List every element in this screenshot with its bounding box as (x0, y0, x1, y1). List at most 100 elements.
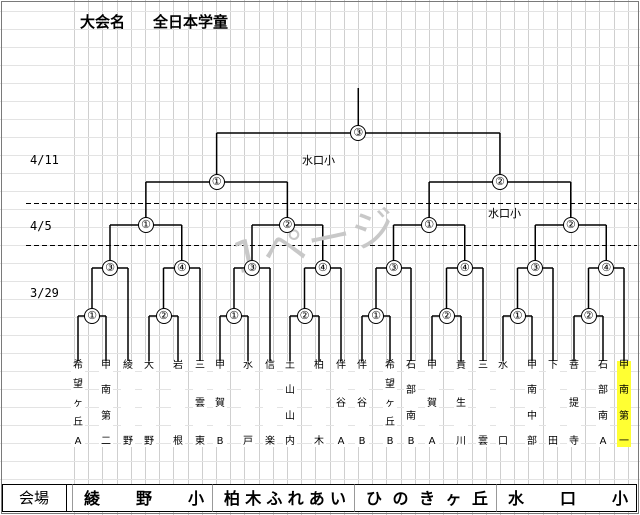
team-name-char: 雲 (478, 436, 488, 447)
team-name-char: 水 (243, 360, 253, 371)
team-name: 水口 (496, 361, 510, 447)
match-number-badge: ④ (456, 260, 473, 276)
team-name-char: A (599, 435, 607, 447)
team-name-char: 口 (498, 436, 508, 447)
team-name-char: 望 (385, 379, 395, 390)
team-name-char: 野 (144, 436, 154, 447)
venue-name-char: あ (308, 489, 325, 508)
team-name-char: 信 (265, 360, 275, 371)
team-name-char: 谷 (336, 398, 346, 409)
team-name-char: 二 (101, 435, 111, 447)
team-name-char: ヶ (73, 398, 83, 409)
team-name-char: 菩 (569, 360, 579, 371)
final-winner-label: 水口小 (302, 154, 335, 167)
team-name-char: 一 (619, 435, 629, 447)
team-name: 水戸 (241, 361, 255, 447)
team-name-char: 丘 (73, 417, 83, 428)
team-name-char: 内 (285, 435, 295, 447)
team-name: 大野 (142, 361, 156, 447)
team-name-char: 根 (173, 436, 183, 447)
match-number-badge: ① (226, 308, 242, 324)
team-name-char: 水 (498, 360, 508, 371)
match-number-badge: ② (438, 308, 455, 324)
match-number-badge: ① (137, 217, 154, 233)
venue-name-char: ヶ (445, 489, 462, 508)
team-name-char: 岩 (173, 360, 183, 371)
team-name-char: B (216, 436, 224, 447)
team-name-char: 生 (456, 398, 466, 409)
semifinal-winner-label: 水口小 (488, 207, 521, 220)
team-name-char: 石 (406, 360, 416, 371)
venue-name-char: 丘 (471, 489, 488, 508)
venue-name-char: 木 (245, 489, 262, 508)
match-number-badge: ③ (102, 260, 118, 276)
match-number-badge: ② (562, 217, 579, 233)
venue-name-char: れ (287, 489, 304, 508)
match-number-badge: ① (421, 217, 438, 233)
team-name-char: 下 (548, 360, 558, 371)
team-name-char: 部 (406, 385, 416, 397)
team-name-char: 中 (527, 410, 537, 422)
team-name: 下田 (546, 361, 560, 447)
venue-label: 会場 (18, 489, 49, 507)
team-name-char: 提 (569, 398, 579, 409)
team-name-char: 山 (285, 410, 295, 422)
date-first-round: 3/29 (30, 286, 59, 300)
venue-name-char: 口 (559, 489, 576, 508)
match-number-badge: ③ (527, 260, 544, 276)
venue-name-char: き (418, 489, 435, 508)
venue-name-char: の (392, 489, 409, 508)
venue-name-char: 水 (508, 489, 525, 508)
venue-name-char: い (329, 489, 346, 508)
team-name-char: 南 (598, 410, 608, 422)
match-number-badge: ① (84, 308, 100, 324)
team-name-char: 木 (314, 436, 324, 447)
team-name-char: B (386, 436, 394, 447)
team-name: 貴生川 (454, 361, 468, 447)
team-name-char: 賀 (427, 398, 437, 409)
team-name-char: 第 (619, 410, 629, 422)
team-name-char: 希 (73, 360, 83, 371)
team-name: 三雲東 (193, 361, 207, 447)
match-number-badge: ③ (350, 125, 367, 141)
venue-name-char: 野 (135, 489, 152, 508)
team-name-char: 貴 (456, 360, 466, 371)
team-name-char: 甲 (215, 360, 225, 371)
team-name-char: 甲 (527, 360, 537, 371)
team-name-char: 山 (285, 385, 295, 397)
team-name: 土山山内 (283, 361, 297, 447)
team-name-char: 土 (285, 360, 295, 371)
venue-name: ひのきヶ丘 (366, 486, 488, 508)
team-name-char: 甲 (101, 360, 111, 371)
venue-name-char: 小 (611, 489, 628, 508)
team-name-char: 甲 (619, 360, 629, 371)
team-name-char: 大 (144, 360, 154, 371)
team-name: 信楽 (263, 361, 277, 447)
match-number-badge: ① (368, 308, 384, 324)
venue-name-char: ふ (266, 489, 283, 508)
team-name-char: 甲 (427, 360, 437, 371)
team-name-char: A (74, 436, 82, 447)
venue-name: 水口小 (508, 486, 628, 508)
team-name-char: 南 (619, 385, 629, 397)
team-name-char: 雲 (195, 398, 205, 409)
tournament-name-value: 全日本学童 (153, 13, 229, 31)
venue-name-char: ひ (366, 489, 383, 508)
team-name: 柏木 (312, 361, 326, 447)
venue-name-char: 綾 (84, 489, 101, 508)
team-name-char: 川 (456, 436, 466, 447)
match-number-badge: ③ (385, 260, 402, 276)
match-number-badge: ② (279, 217, 296, 233)
date-semifinal: 4/5 (30, 219, 52, 233)
team-name-char: 第 (101, 410, 111, 422)
match-number-badge: ④ (598, 260, 615, 276)
team-name-char: 三 (478, 360, 488, 371)
team-name-char: 南 (101, 385, 111, 397)
team-name: 甲南中部 (525, 361, 539, 447)
match-number-badge: ② (296, 308, 313, 324)
venue-name: 柏木ふれあい (224, 486, 346, 508)
